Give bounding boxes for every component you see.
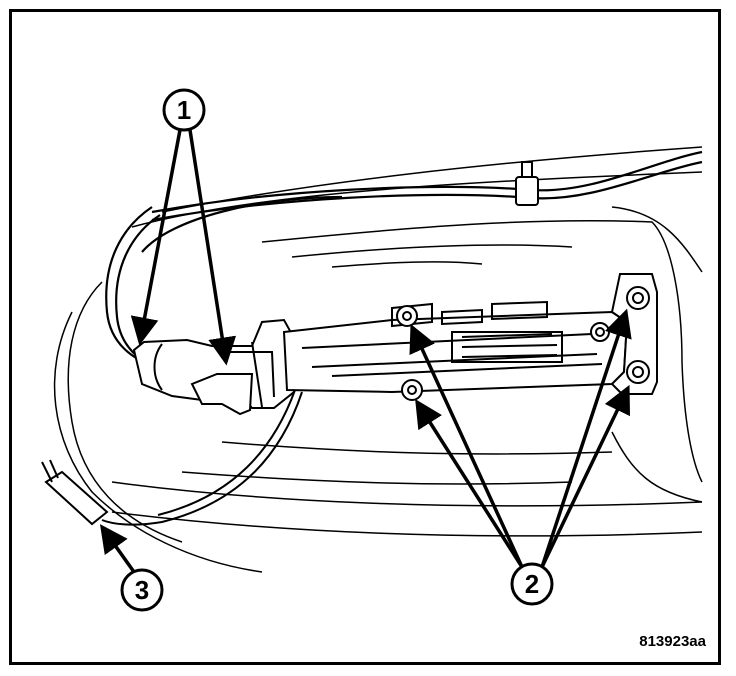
callout-3-label: 3 [135,575,149,605]
actuator-bracket [190,373,254,416]
callout-1: 1 [130,88,237,366]
module-rail [282,300,629,394]
electrical-connector [41,459,109,526]
diagram-drawing: 1 2 3 [41,88,703,612]
figure-id: 813923aa [639,633,706,650]
callout-2: 2 [409,308,632,606]
harness-clip [515,161,539,206]
diagram-frame: 1 2 3 813923aa [9,9,721,665]
callout-1-label: 1 [177,95,191,125]
callout-3: 3 [99,524,164,612]
wiring-harness [105,150,703,374]
callout-2-label: 2 [525,569,539,599]
pigtail-wire [101,389,303,526]
fasteners [396,286,650,401]
